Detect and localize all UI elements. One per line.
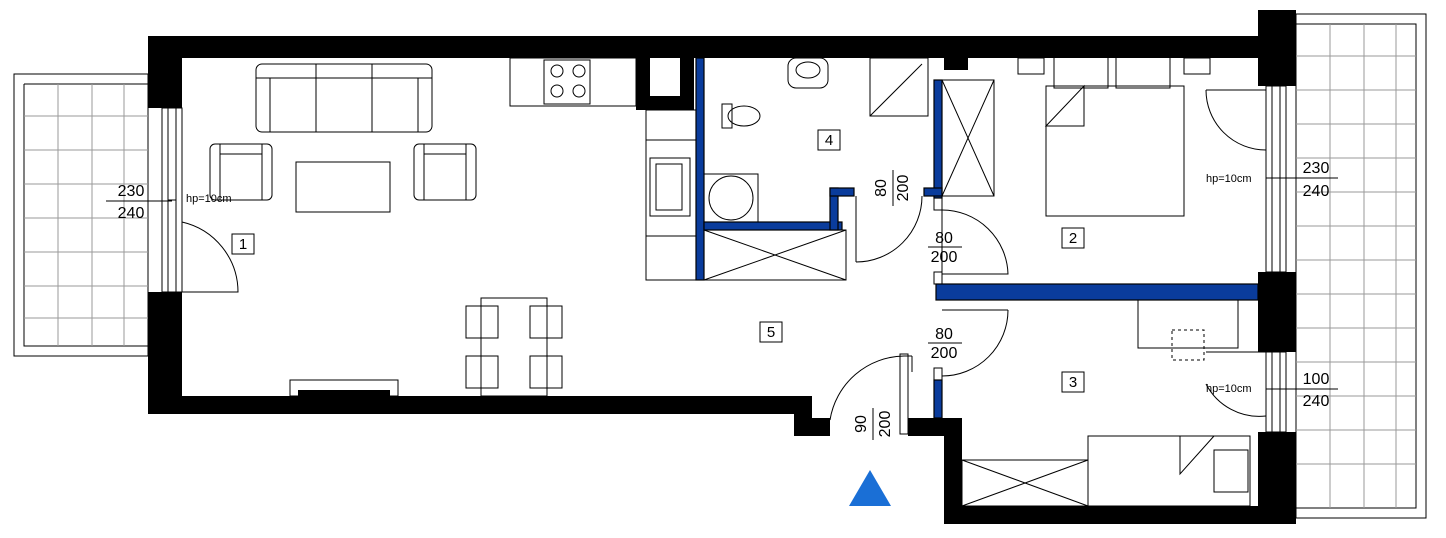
kitchen-counter — [509, 57, 697, 281]
armchair-right — [413, 143, 477, 201]
room-2-box — [1061, 227, 1085, 249]
ne-window-width: 230 — [1303, 160, 1330, 177]
entrance-arrow-icon — [849, 470, 891, 506]
se-window-width: 100 — [1303, 371, 1330, 388]
room-4-box — [817, 129, 841, 151]
room-3-label: 3 — [1069, 374, 1077, 391]
window-east-bottom — [1265, 351, 1287, 433]
room-4-label: 4 — [825, 132, 833, 149]
door-room3-width: 80 — [935, 326, 953, 343]
door-entrance — [829, 353, 913, 435]
room-1-box — [231, 233, 255, 255]
ne-window-hp: hp=10cm — [1206, 173, 1252, 185]
door-room-2-dim: 80 200 — [928, 230, 962, 266]
interior-walls — [695, 57, 1259, 419]
door-entrance-dim: 90 200 — [853, 408, 894, 440]
room-1-label: 1 — [239, 236, 247, 253]
coffee-table — [295, 161, 391, 213]
door-room2-width: 80 — [935, 230, 953, 247]
sofa — [255, 63, 433, 133]
se-window-height: 240 — [1303, 393, 1330, 410]
west-window-hp: hp=10cm — [186, 193, 232, 205]
se-window-hp: hp=10cm — [1206, 383, 1252, 395]
armchair-left — [209, 143, 273, 201]
bed-room-2 — [1017, 55, 1211, 217]
exterior-walls — [148, 10, 1296, 524]
se-window-dimension: 100 240 hp=10cm — [1206, 371, 1338, 410]
door-bathroom-dim: 80 200 — [873, 170, 912, 206]
door-room-3 — [941, 309, 1009, 377]
room-5-label: 5 — [767, 324, 775, 341]
door-bath-width: 80 — [873, 179, 890, 197]
bathroom-fixtures — [703, 57, 995, 281]
west-window-dimension: 230 240 hp=10cm — [106, 183, 232, 222]
ne-window-height: 240 — [1303, 183, 1330, 200]
room-5-box — [759, 321, 783, 343]
west-window-width: 230 — [118, 183, 145, 200]
door-room-3-dim: 80 200 — [928, 326, 962, 362]
tv-cabinet — [289, 379, 399, 397]
balcony-east — [1295, 13, 1427, 519]
door-entry-height: 200 — [877, 411, 894, 438]
door-room3-height: 200 — [931, 345, 958, 362]
balcony-west — [13, 73, 149, 357]
door-entry-width: 90 — [853, 415, 870, 433]
room-3-box — [1061, 371, 1085, 393]
door-room-2 — [941, 209, 1009, 275]
door-balcony-east-2 — [1205, 351, 1267, 417]
window-east-top — [1265, 85, 1287, 273]
room-3-furniture — [961, 299, 1251, 507]
door-balcony-west — [181, 221, 239, 293]
door-bathroom — [855, 195, 923, 263]
door-balcony-east — [1205, 89, 1267, 151]
ne-window-dimension: 230 240 hp=10cm — [1206, 160, 1338, 200]
door-bath-height: 200 — [895, 175, 912, 202]
room-2-label: 2 — [1069, 230, 1077, 247]
dining-table — [465, 297, 563, 397]
window-west — [161, 107, 183, 293]
door-room2-height: 200 — [931, 249, 958, 266]
west-window-height: 240 — [118, 205, 145, 222]
